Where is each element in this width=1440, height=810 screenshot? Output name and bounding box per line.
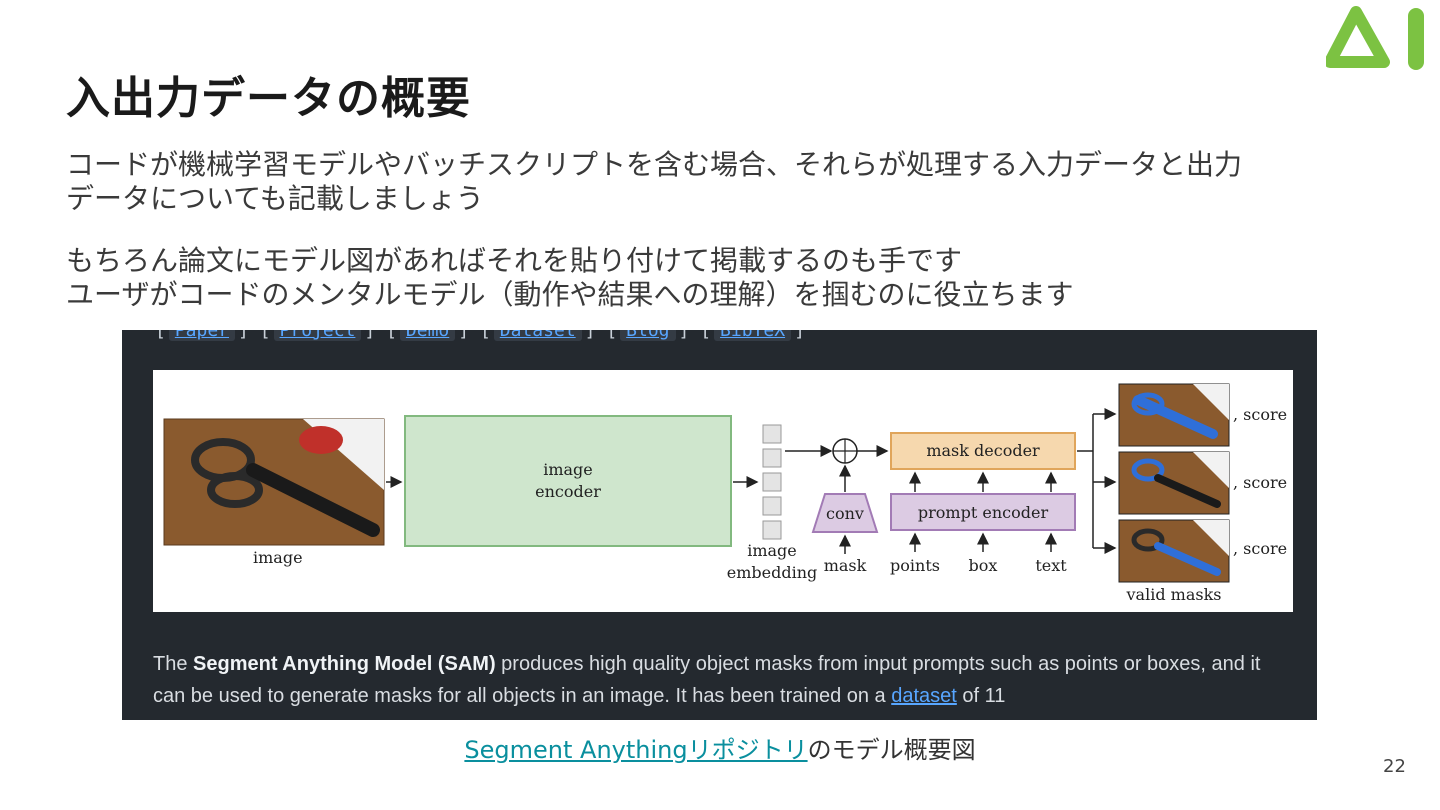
repository-links: [Paper] [Project] [Demo] [Dataset] [Blog…: [152, 330, 808, 341]
prompt-encoder-label: prompt encoder: [918, 503, 1049, 522]
description-pre: The: [153, 653, 194, 675]
box-label: box: [969, 556, 998, 575]
mask-label: mask: [824, 556, 867, 575]
output-mask-3: [1118, 519, 1230, 583]
link-paper[interactable]: Paper: [168, 330, 236, 341]
model-description: The Segment Anything Model (SAM) produce…: [153, 648, 1293, 712]
embedding-label-1: image: [747, 541, 797, 560]
link-project[interactable]: Project: [273, 330, 362, 341]
embedding-label-2: embedding: [727, 563, 818, 582]
conv-block: [811, 493, 879, 533]
output-mask-1: [1118, 383, 1230, 447]
slide-title: 入出力データの概要: [66, 73, 471, 124]
prompt-encoder-block: [890, 493, 1076, 531]
text-label: text: [1035, 556, 1067, 575]
score-label-2: , score: [1233, 473, 1287, 492]
image-embedding-tokens: [762, 424, 782, 540]
mask-decoder-label: mask decoder: [926, 441, 1040, 460]
paragraph-2-line-1: もちろん論文にモデル図があればそれを貼り付けて掲載するのも手です: [66, 244, 963, 277]
description-model-name: Segment Anything Model (SAM): [193, 653, 496, 675]
dataset-link[interactable]: dataset: [891, 685, 957, 707]
score-label-3: , score: [1233, 539, 1287, 558]
description-mid: produces high quality object masks from …: [153, 653, 1261, 707]
input-image-photo: [163, 418, 385, 546]
paragraph-1: コードが機械学習モデルやバッチスクリプトを含む場合、それらが処理する入力データと…: [66, 148, 1242, 216]
paragraph-1-line-1: コードが機械学習モデルやバッチスクリプトを含む場合、それらが処理する入力データと…: [66, 148, 1243, 181]
paragraph-2-line-2: ユーザがコードのメンタルモデル（動作や結果への理解）を掴むのに役立ちます: [66, 278, 1074, 311]
link-demo[interactable]: Demo: [399, 330, 456, 341]
link-dataset[interactable]: Dataset: [493, 330, 582, 341]
model-diagram: image image encoder image embedding: [153, 370, 1293, 612]
link-bibtex[interactable]: BibTeX: [714, 330, 792, 341]
repository-screenshot: [Paper] [Project] [Demo] [Dataset] [Blog…: [122, 330, 1317, 720]
mask-decoder-block: [890, 432, 1076, 470]
ai-logo-icon: [1326, 6, 1424, 70]
score-label-1: , score: [1233, 405, 1287, 424]
conv-label: conv: [826, 504, 864, 523]
image-label: image: [253, 548, 303, 567]
link-blog[interactable]: Blog: [620, 330, 676, 341]
points-label: points: [890, 556, 940, 575]
encoder-label-1: image: [543, 460, 593, 479]
description-post: of 11: [956, 685, 1006, 707]
repository-link[interactable]: Segment Anythingリポジトリ: [464, 736, 808, 764]
caption-suffix: のモデル概要図: [807, 736, 976, 764]
output-mask-2: [1118, 451, 1230, 515]
encoder-label-2: encoder: [535, 482, 601, 501]
page-number: 22: [1383, 756, 1406, 777]
figure-caption: Segment Anythingリポジトリのモデル概要図: [0, 730, 1440, 765]
paragraph-2: もちろん論文にモデル図があればそれを貼り付けて掲載するのも手です ユーザがコード…: [66, 244, 1073, 312]
image-encoder-block: [404, 415, 732, 547]
paragraph-1-line-2: データについても記載しましょう: [66, 182, 484, 215]
valid-masks-label: valid masks: [1126, 585, 1222, 604]
